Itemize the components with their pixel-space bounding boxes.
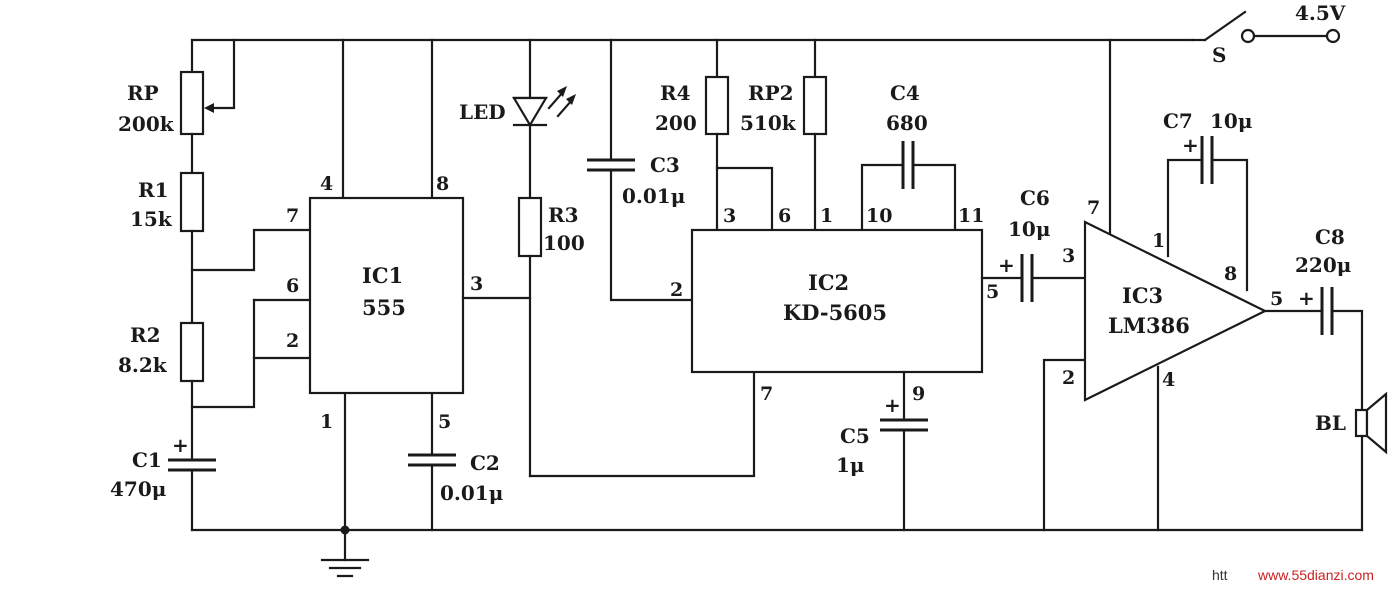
capacitor-c6[interactable]: + C6 10μ <box>980 186 1087 302</box>
speaker-label: BL <box>1315 411 1346 435</box>
resistor-r4[interactable]: R4 200 <box>655 38 774 232</box>
r4-name: R4 <box>660 81 691 105</box>
ic3-pin: 1 <box>1152 230 1165 252</box>
r4-value: 200 <box>655 111 697 135</box>
ic1-pin: 5 <box>438 411 451 433</box>
c6-value: 10μ <box>1008 217 1050 241</box>
ic3-name: IC3 <box>1122 283 1163 308</box>
ic3-pin: 7 <box>1087 197 1100 219</box>
c6-polarity: + <box>998 253 1015 277</box>
ic3-part: LM386 <box>1108 313 1190 338</box>
ic1-pin: 4 <box>320 173 333 195</box>
c4-value: 680 <box>886 111 928 135</box>
c5-value: 1μ <box>836 453 865 477</box>
r1-value: 15k <box>130 207 173 231</box>
ground-bus <box>190 525 1364 535</box>
r2-value: 8.2k <box>118 353 168 377</box>
watermark-left: htt <box>1212 567 1228 583</box>
ic3-pin: 4 <box>1162 369 1175 391</box>
resistor-r1[interactable]: R1 15k <box>130 171 205 325</box>
ic1-pin: 2 <box>286 330 299 352</box>
ic2-pin: 2 <box>670 279 683 301</box>
c7-name: C7 <box>1163 109 1193 133</box>
potentiometer-rp[interactable]: RP 200k <box>118 38 236 175</box>
led-label: LED <box>459 100 506 124</box>
rp-name: RP <box>127 81 159 105</box>
ic1-wiring <box>190 38 434 562</box>
ic3-pin: 2 <box>1062 367 1075 389</box>
r3-value: 100 <box>543 231 585 255</box>
ic1-pin: 6 <box>286 275 299 297</box>
ic2-pin: 7 <box>760 383 773 405</box>
resistor-r3[interactable]: R3 100 <box>461 196 756 478</box>
ic2-pin: 9 <box>912 383 925 405</box>
rp2-value: 510k <box>740 111 797 135</box>
r3-name: R3 <box>548 203 579 227</box>
c5-polarity: + <box>884 393 901 417</box>
watermark: htt www.55dianzi.com <box>1212 567 1374 583</box>
led[interactable]: LED <box>459 38 576 200</box>
c4-name: C4 <box>890 81 920 105</box>
ic1-pin: 8 <box>436 173 449 195</box>
capacitor-c8[interactable]: + C8 220μ <box>1263 225 1364 412</box>
supply-rail <box>190 38 1194 74</box>
switch-label: S <box>1212 43 1226 67</box>
rp2-name: RP2 <box>748 81 794 105</box>
c1-polarity: + <box>172 433 189 457</box>
c8-name: C8 <box>1315 225 1345 249</box>
c8-value: 220μ <box>1295 253 1351 277</box>
c1-name: C1 <box>132 448 162 472</box>
ic2-pin: 10 <box>866 205 892 227</box>
c1-value: 470μ <box>110 477 166 501</box>
ic1-part: 555 <box>362 295 406 320</box>
ic1-name: IC1 <box>362 263 403 288</box>
switch-s[interactable]: S <box>1190 10 1341 67</box>
r2-name: R2 <box>130 323 161 347</box>
potentiometer-rp2[interactable]: RP2 510k <box>740 38 828 232</box>
speaker-bl[interactable]: BL <box>1315 391 1388 532</box>
c2-name: C2 <box>470 451 500 475</box>
ic3-lm386[interactable]: IC3 LM386 7 1 8 3 2 4 5 <box>1062 197 1283 402</box>
supply-terminal[interactable] <box>1325 28 1341 44</box>
ic2-pin: 3 <box>723 205 736 227</box>
ic3-pin: 5 <box>1270 288 1283 310</box>
c6-name: C6 <box>1020 186 1050 210</box>
c8-polarity: + <box>1298 286 1315 310</box>
capacitor-c2[interactable]: C2 0.01μ <box>408 451 503 505</box>
ic1-pin: 7 <box>286 205 299 227</box>
r1-name: R1 <box>138 178 169 202</box>
ic1-pin: 3 <box>470 273 483 295</box>
c3-value: 0.01μ <box>622 184 685 208</box>
ic2-part: KD-5605 <box>783 300 887 325</box>
capacitor-c5[interactable]: + C5 1μ <box>836 370 928 532</box>
ic3-pin: 3 <box>1062 245 1075 267</box>
c7-value: 10μ <box>1210 109 1252 133</box>
c2-value: 0.01μ <box>440 481 503 505</box>
ic2-pin: 6 <box>778 205 791 227</box>
capacitor-c4[interactable]: C4 680 <box>860 81 957 232</box>
ic1-pin: 1 <box>320 411 333 433</box>
capacitor-c3[interactable]: C3 0.01μ <box>587 38 694 302</box>
capacitor-c1[interactable]: + C1 470μ <box>110 433 216 532</box>
ic2-pin: 11 <box>958 205 984 227</box>
c3-name: C3 <box>650 153 680 177</box>
ic3-pin: 8 <box>1224 263 1237 285</box>
resistor-r2[interactable]: R2 8.2k <box>118 321 205 462</box>
ground-symbol <box>320 558 370 578</box>
capacitor-c7[interactable]: + C7 10μ <box>1163 109 1252 157</box>
c5-name: C5 <box>840 424 870 448</box>
rp-value: 200k <box>118 112 175 136</box>
ic3-wiring <box>1042 38 1249 532</box>
supply-voltage-label: 4.5V <box>1295 1 1346 25</box>
ic1-555[interactable]: IC1 555 4 8 7 6 2 3 1 5 <box>286 173 483 433</box>
watermark-url: www.55dianzi.com <box>1257 567 1374 583</box>
ic2-name: IC2 <box>808 270 849 295</box>
ic2-pin: 1 <box>820 205 833 227</box>
c7-polarity: + <box>1182 133 1199 157</box>
ic2-kd5605[interactable]: IC2 KD-5605 3 6 1 10 11 2 5 7 9 <box>670 205 999 405</box>
ic2-pin: 5 <box>986 281 999 303</box>
